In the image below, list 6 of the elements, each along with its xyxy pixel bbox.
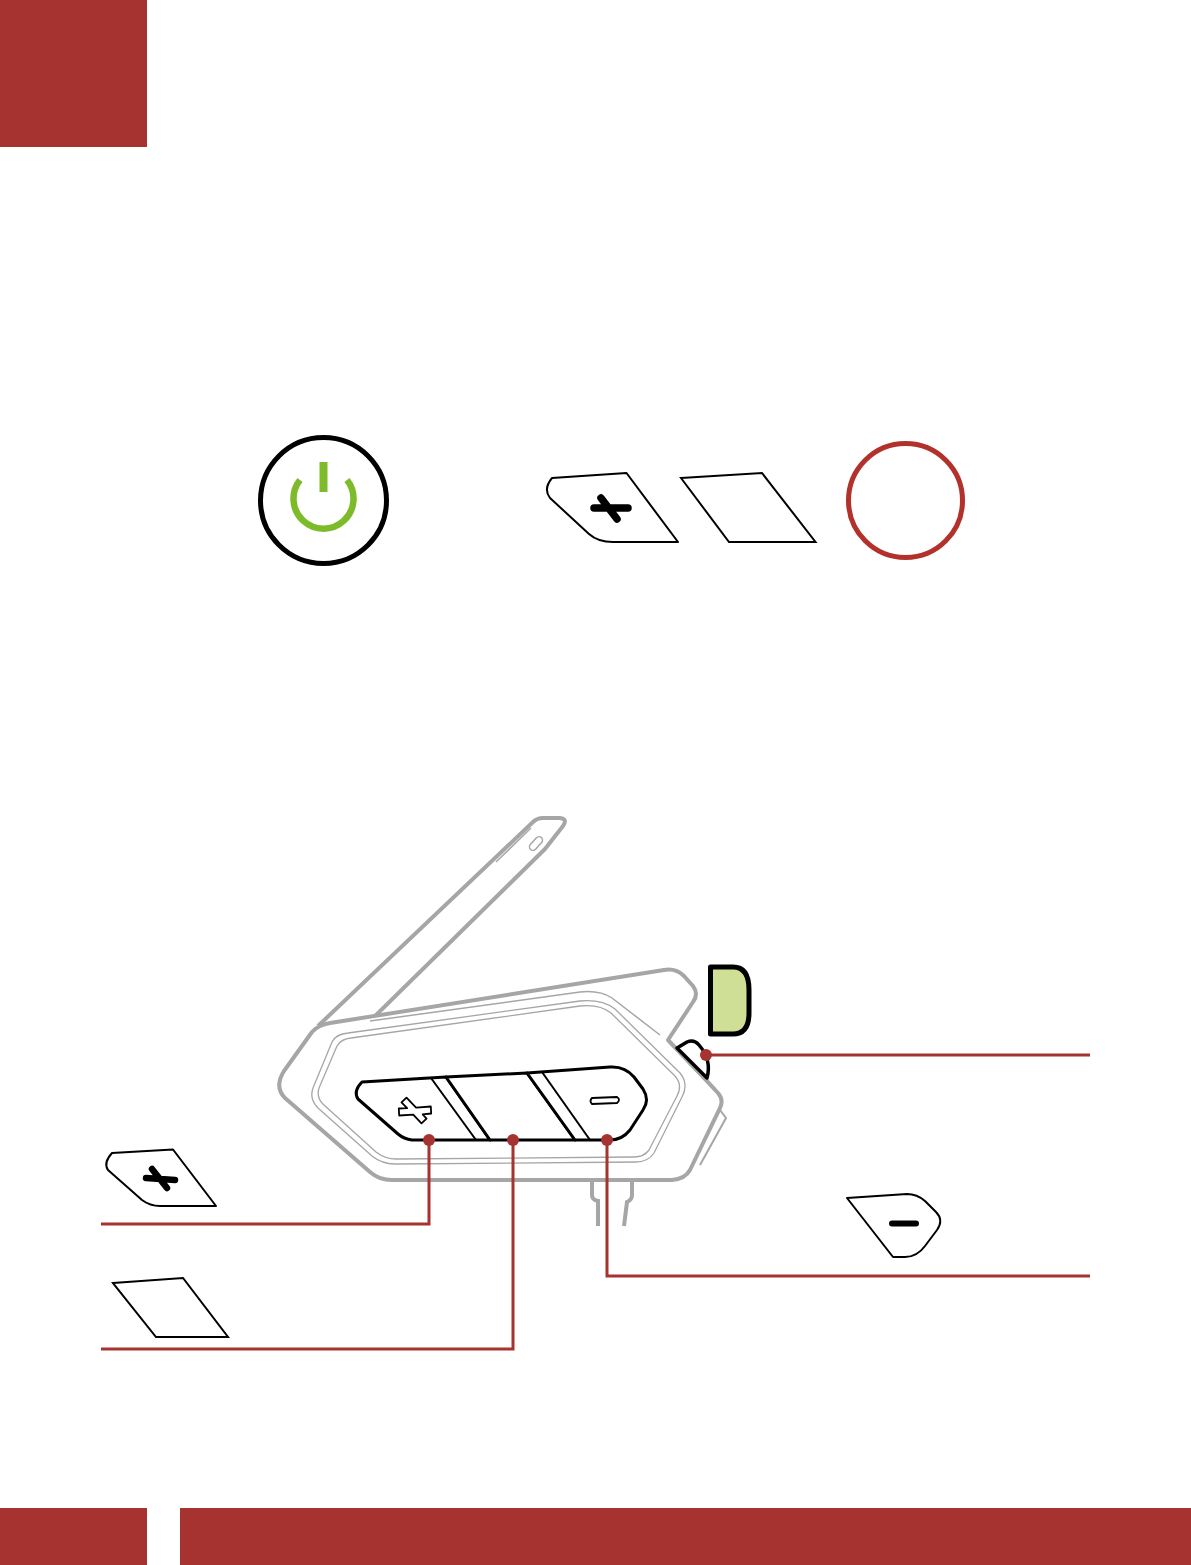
leader-line — [101, 1134, 435, 1226]
center-button — [443, 1070, 578, 1142]
minus-button — [524, 1063, 650, 1143]
leader-line — [101, 1134, 519, 1351]
leader-line — [601, 1134, 1090, 1278]
leader-line — [700, 1049, 1090, 1061]
